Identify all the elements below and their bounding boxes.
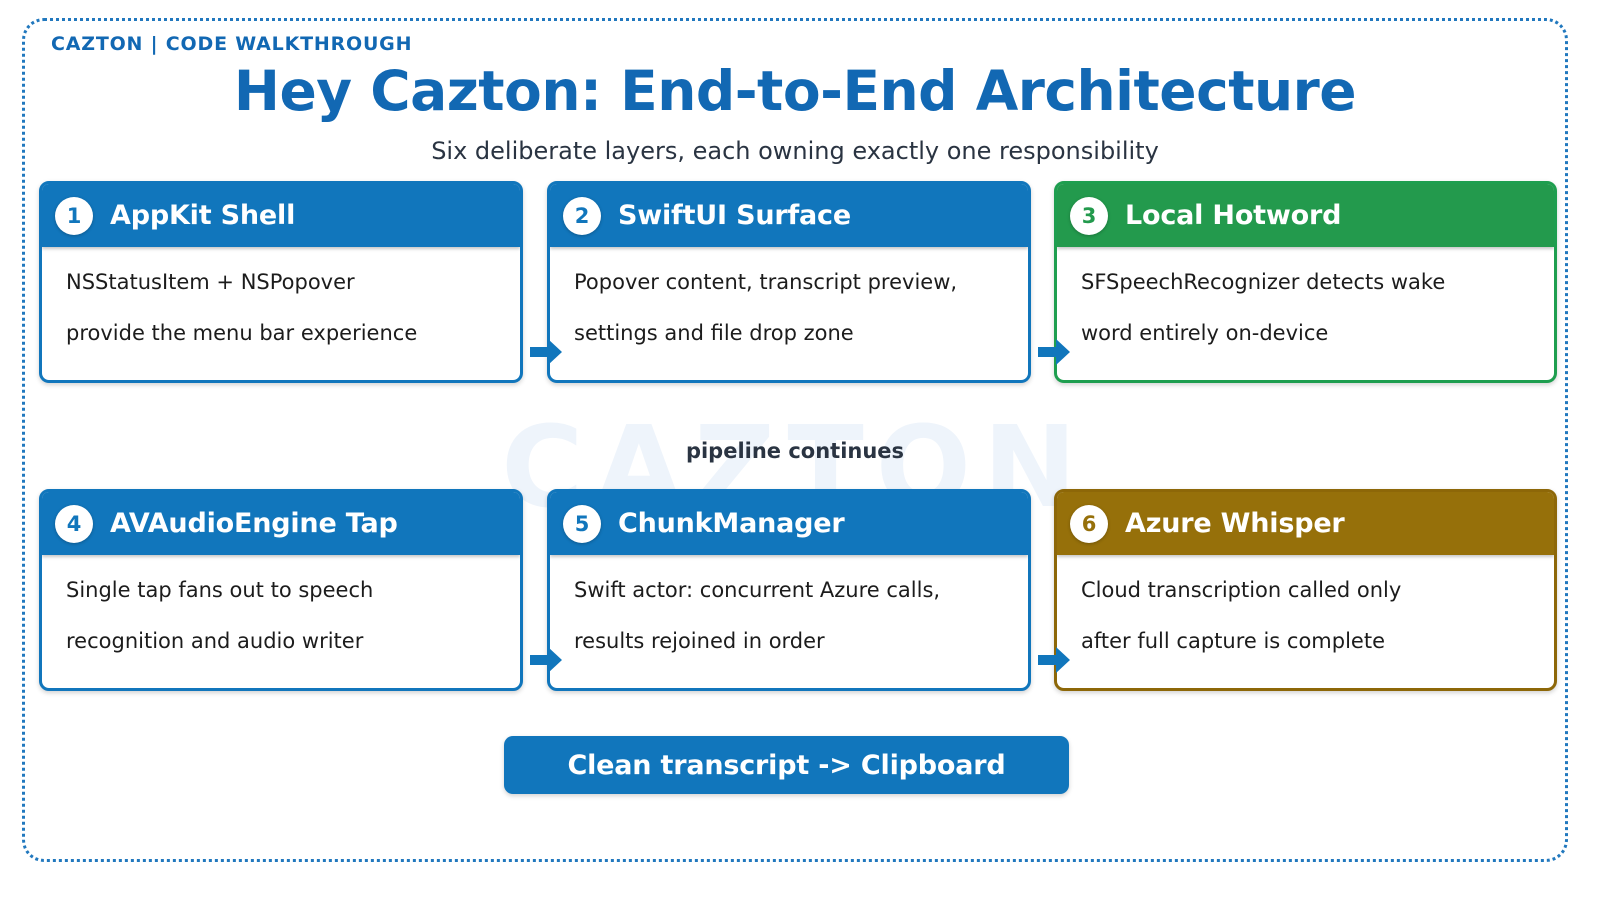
card-line: Popover content, transcript preview, [574,270,958,294]
card-body: Single tap fans out to speech recognitio… [42,555,520,652]
card-body: Popover content, transcript preview, set… [550,247,1028,344]
page-title: Hey Cazton: End-to-End Architecture [233,59,1357,123]
card-header: 1 AppKit Shell [42,184,520,247]
pipeline-row-1: 1 AppKit Shell NSStatusItem + NSPopover … [39,181,1557,383]
step-number-badge: 3 [1070,196,1108,235]
flow-arrow-icon [1036,645,1072,675]
step-number-badge: 6 [1070,504,1108,543]
flow-arrow-icon [528,337,564,367]
card-header: 5 ChunkManager [550,492,1028,555]
card-title: Local Hotword [1125,200,1342,231]
card-header: 2 SwiftUI Surface [550,184,1028,247]
eyebrow-label: CAZTON | CODE WALKTHROUGH [51,33,413,55]
card-body: Swift actor: concurrent Azure calls, res… [550,555,1028,652]
card-line: Single tap fans out to speech [66,578,374,602]
card-line: Swift actor: concurrent Azure calls, [574,578,941,602]
flow-arrow-icon [1036,337,1072,367]
card-line: settings and file drop zone [574,321,854,346]
card-line: word entirely on-device [1081,321,1329,346]
layer-card-4[interactable]: 4 AVAudioEngine Tap Single tap fans out … [39,489,523,691]
card-title: ChunkManager [618,508,845,539]
step-number-badge: 1 [55,196,93,235]
pipeline-row-2: 4 AVAudioEngine Tap Single tap fans out … [39,489,1557,691]
card-line: NSStatusItem + NSPopover [66,270,355,294]
layer-card-2[interactable]: 2 SwiftUI Surface Popover content, trans… [547,181,1031,383]
layer-card-5[interactable]: 5 ChunkManager Swift actor: concurrent A… [547,489,1031,691]
card-title: SwiftUI Surface [618,200,851,231]
page-subtitle: Six deliberate layers, each owning exact… [431,137,1159,165]
card-line: after full capture is complete [1081,629,1385,654]
card-title: AVAudioEngine Tap [110,508,398,539]
card-body: NSStatusItem + NSPopover provide the men… [42,247,520,344]
card-line: provide the menu bar experience [66,321,418,346]
flow-arrow-icon [528,645,564,675]
card-body: SFSpeechRecognizer detects wake word ent… [1057,247,1554,344]
step-number-badge: 5 [563,504,601,543]
step-number-badge: 2 [563,196,601,235]
card-header: 6 Azure Whisper [1057,492,1554,555]
card-header: 4 AVAudioEngine Tap [42,492,520,555]
step-number-badge: 4 [55,504,93,543]
slide-frame: CAZTON CAZTON | CODE WALKTHROUGH Hey Caz… [22,18,1568,862]
card-line: recognition and audio writer [66,629,364,654]
pipeline-continues-label: pipeline continues [685,439,905,463]
card-line: SFSpeechRecognizer detects wake [1081,270,1446,294]
card-header: 3 Local Hotword [1057,184,1554,247]
card-body: Cloud transcription called only after fu… [1057,555,1554,652]
card-line: results rejoined in order [574,629,825,654]
layer-card-6[interactable]: 6 Azure Whisper Cloud transcription call… [1054,489,1557,691]
clean-transcript-clipboard-banner[interactable]: Clean transcript -> Clipboard [504,736,1069,794]
card-title: AppKit Shell [110,200,296,231]
layer-card-3[interactable]: 3 Local Hotword SFSpeechRecognizer detec… [1054,181,1557,383]
layer-card-1[interactable]: 1 AppKit Shell NSStatusItem + NSPopover … [39,181,523,383]
card-title: Azure Whisper [1125,508,1345,539]
card-line: Cloud transcription called only [1081,578,1402,602]
